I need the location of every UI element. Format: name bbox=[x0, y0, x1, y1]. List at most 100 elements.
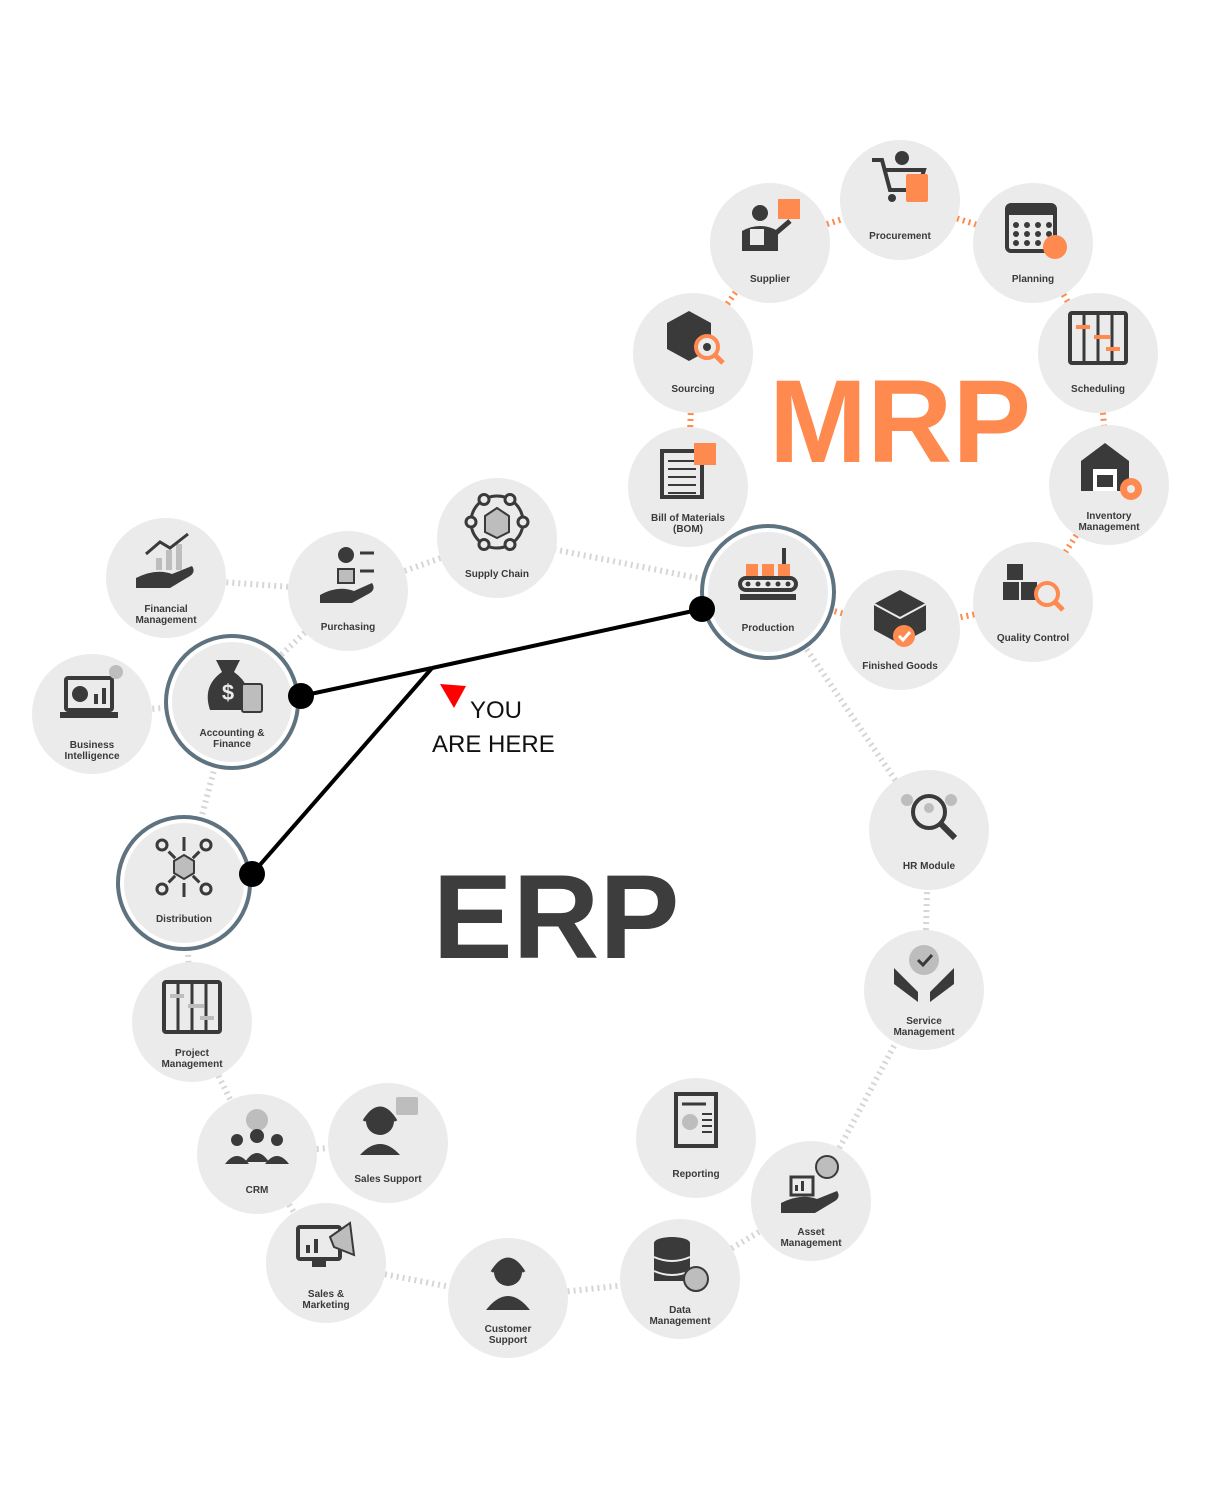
node-label: Finished Goods bbox=[862, 661, 938, 672]
node-scheduling: Scheduling bbox=[1038, 293, 1158, 413]
mrp-ring-dots bbox=[685, 352, 696, 488]
node-label: Customer bbox=[485, 1324, 532, 1335]
node-circle bbox=[973, 542, 1093, 662]
node-label: Supply Chain bbox=[465, 569, 529, 580]
report-document-icon bbox=[674, 1092, 718, 1148]
marker-text-line1: YOU bbox=[470, 697, 522, 724]
node-label: Marketing bbox=[302, 1300, 349, 1311]
monitor-megaphone-icon bbox=[296, 1221, 356, 1267]
supplier-icon bbox=[742, 199, 800, 251]
node-label: Business bbox=[70, 740, 115, 751]
marker-text-line2: ARE HERE bbox=[432, 731, 555, 758]
node-label: Management bbox=[161, 1059, 223, 1070]
team-gear-icon bbox=[225, 1109, 289, 1164]
node-crm: CRM bbox=[197, 1094, 317, 1214]
node-label: Production bbox=[742, 623, 795, 634]
connector-dot-accounting bbox=[288, 683, 314, 709]
node-label: Finance bbox=[213, 739, 251, 750]
node-label: Bill of Materials bbox=[651, 513, 725, 524]
node-label: Purchasing bbox=[321, 622, 375, 633]
node-label: Sales & bbox=[308, 1289, 344, 1300]
erp-title: ERP bbox=[433, 850, 680, 984]
database-gear-icon bbox=[653, 1237, 709, 1292]
node-purchasing: Purchasing bbox=[288, 531, 408, 651]
node-label: Planning bbox=[1012, 274, 1054, 285]
node-hr: HR Module bbox=[869, 770, 989, 890]
node-label: Procurement bbox=[869, 231, 931, 242]
node-label: Service bbox=[906, 1016, 942, 1027]
node-label: Management bbox=[780, 1238, 842, 1249]
node-circle bbox=[864, 930, 984, 1050]
node-label: Quality Control bbox=[997, 633, 1069, 644]
node-sales-support: Sales Support bbox=[328, 1083, 448, 1203]
box-check-icon bbox=[873, 590, 927, 647]
node-label: Intelligence bbox=[64, 751, 119, 762]
calendar-icon bbox=[1005, 203, 1067, 259]
hand-chart-gear-icon bbox=[781, 1155, 839, 1213]
node-sales-marketing: Sales &Marketing bbox=[266, 1203, 386, 1323]
headset-agent-icon bbox=[360, 1097, 418, 1155]
node-finished: Finished Goods bbox=[840, 570, 960, 690]
node-circle bbox=[840, 140, 960, 260]
node-supplier: Supplier bbox=[710, 183, 830, 303]
node-label: Distribution bbox=[156, 914, 212, 925]
node-label: Support bbox=[489, 1335, 528, 1346]
money-bag-icon: $ bbox=[207, 660, 263, 713]
node-label: CRM bbox=[246, 1185, 269, 1196]
svg-text:$: $ bbox=[222, 680, 234, 705]
headset-person-icon bbox=[486, 1257, 530, 1310]
line-to-production bbox=[431, 607, 703, 670]
node-reporting: Reporting bbox=[636, 1078, 756, 1198]
node-label: Management bbox=[893, 1027, 955, 1038]
node-label: Financial bbox=[144, 604, 188, 615]
connector-dot-distribution bbox=[239, 861, 265, 887]
node-label: Sourcing bbox=[671, 384, 714, 395]
gantt-board-icon bbox=[162, 980, 222, 1034]
node-circle bbox=[636, 1078, 756, 1198]
node-label: Management bbox=[135, 615, 197, 626]
hand-growth-icon bbox=[136, 532, 194, 588]
node-label: (BOM) bbox=[673, 524, 703, 535]
line-to-distribution bbox=[250, 666, 434, 876]
you-are-here-connector: YOU ARE HERE bbox=[239, 596, 715, 887]
conveyor-icon bbox=[738, 548, 798, 600]
document-box-icon bbox=[660, 443, 716, 499]
distribution-icon bbox=[155, 837, 213, 897]
node-layer: ProcurementPlanningSchedulingInventoryMa… bbox=[32, 140, 1169, 1358]
box-search-icon bbox=[667, 311, 725, 365]
node-accounting: $Accounting &Finance bbox=[164, 634, 300, 770]
node-label: Asset bbox=[797, 1227, 825, 1238]
node-label: Supplier bbox=[750, 274, 790, 285]
node-label: Scheduling bbox=[1071, 384, 1125, 395]
node-circle bbox=[628, 427, 748, 547]
network-box-icon bbox=[464, 492, 530, 552]
erp-ring-dots bbox=[496, 535, 769, 595]
gantt-board-icon bbox=[1068, 311, 1128, 365]
node-procurement: Procurement bbox=[840, 140, 960, 260]
mrp-title: MRP bbox=[769, 356, 1031, 488]
hand-exchange-icon bbox=[320, 547, 374, 603]
erp-ring-dots bbox=[346, 535, 499, 594]
node-circle bbox=[328, 1083, 448, 1203]
node-label: HR Module bbox=[903, 861, 956, 872]
mrp-ring-dots bbox=[1095, 352, 1112, 486]
connector-dot-production bbox=[689, 596, 715, 622]
node-label: Reporting bbox=[672, 1169, 719, 1180]
node-distribution: Distribution bbox=[116, 815, 252, 951]
mrp-ring-dots bbox=[899, 599, 1034, 633]
node-label: Management bbox=[649, 1316, 711, 1327]
node-bom: Bill of Materials(BOM) bbox=[628, 427, 748, 547]
node-supply-chain: Supply Chain bbox=[437, 478, 557, 598]
node-sourcing: Sourcing bbox=[633, 293, 753, 413]
hands-gear-icon bbox=[894, 945, 954, 1002]
node-label: Management bbox=[1078, 522, 1140, 533]
node-label: Inventory bbox=[1086, 511, 1131, 522]
shopping-cart-icon bbox=[872, 151, 928, 202]
